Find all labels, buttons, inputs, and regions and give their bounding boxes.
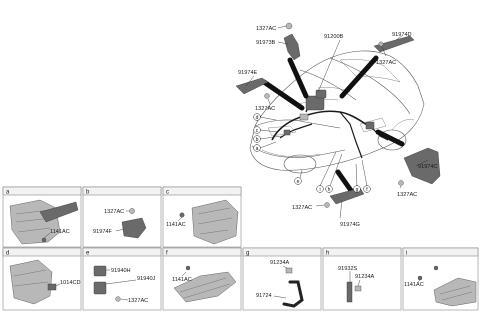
svg-text:1141AC: 1141AC <box>166 222 186 228</box>
callout-leaders <box>245 25 429 219</box>
marker-a: a <box>253 144 261 152</box>
label-91974e: 91974E <box>238 70 258 76</box>
svg-text:1327AC: 1327AC <box>128 298 148 304</box>
panel-a: a 1141AC <box>2 186 82 248</box>
svg-text:91234A: 91234A <box>270 260 290 266</box>
svg-text:a: a <box>6 190 10 196</box>
svg-text:d: d <box>6 251 9 257</box>
svg-text:e: e <box>297 179 300 185</box>
svg-text:91940J: 91940J <box>137 276 156 282</box>
marker-e: e <box>294 177 302 185</box>
label-91200b: 91200B <box>324 34 344 40</box>
panel-g: g 91234A 91724 <box>242 247 322 311</box>
marker-f: f <box>363 185 371 193</box>
marker-c: c <box>253 126 261 134</box>
svg-text:e: e <box>86 251 90 257</box>
label-91974g: 91974G <box>340 222 360 228</box>
panel-c: c 1141AC <box>162 186 242 248</box>
svg-text:91234A: 91234A <box>355 274 375 280</box>
panel-e: e 91940H 91940J 1327AC <box>82 247 162 311</box>
svg-text:g: g <box>246 251 249 257</box>
label-1327ac-right: 1327AC <box>397 192 417 198</box>
panel-i: i 1141AC <box>402 247 479 311</box>
svg-text:h: h <box>328 187 331 193</box>
panel-h: h 91932S 91234A <box>322 247 402 311</box>
label-1327ac-top: 1327AC <box>256 26 276 32</box>
marker-d: d <box>253 113 261 121</box>
callout-parts <box>235 22 441 208</box>
svg-text:1141AC: 1141AC <box>50 229 70 235</box>
pointer-bars <box>261 55 405 195</box>
main-harness-wiring <box>271 89 389 159</box>
svg-text:g: g <box>356 187 359 193</box>
marker-g: g <box>353 185 361 193</box>
svg-text:f: f <box>166 251 168 257</box>
label-1327ac-top-right: 1327AC <box>376 60 396 66</box>
panel-d: d 1014CD <box>2 247 82 311</box>
svg-text:91932S: 91932S <box>338 266 358 272</box>
marker-i: i <box>316 185 324 193</box>
svg-text:b: b <box>86 190 90 196</box>
panel-b: b 1327AC 91974F <box>82 186 162 248</box>
marker-h: h <box>325 185 333 193</box>
svg-text:i: i <box>406 251 407 257</box>
label-1327ac-mid: 1327AC <box>255 106 275 112</box>
svg-text:91974F: 91974F <box>93 229 113 235</box>
svg-text:c: c <box>256 128 259 134</box>
svg-text:a: a <box>256 146 259 152</box>
panel-f: f 1141AC <box>162 247 242 311</box>
svg-text:91724: 91724 <box>256 293 272 299</box>
marker-b: b <box>253 135 261 143</box>
svg-text:c: c <box>166 190 169 196</box>
location-markers: d c b a e i h g f <box>253 113 371 193</box>
svg-text:1014CD: 1014CD <box>60 280 81 286</box>
svg-text:1141AC: 1141AC <box>404 282 424 288</box>
label-1327ac-bottom: 1327AC <box>292 205 312 211</box>
label-91974d: 91974D <box>392 32 412 38</box>
svg-text:b: b <box>256 137 259 143</box>
callout-labels: 1327AC 91973B 91200B 91974D 1327AC 91974… <box>238 26 438 228</box>
svg-text:d: d <box>256 115 259 121</box>
label-91973b: 91973B <box>256 40 276 46</box>
svg-text:f: f <box>366 187 368 193</box>
vehicle-illustration <box>249 50 425 174</box>
svg-text:i: i <box>319 187 320 193</box>
label-91974c: 91974C <box>418 164 438 170</box>
svg-text:h: h <box>326 251 329 257</box>
svg-text:1141AC: 1141AC <box>172 277 192 283</box>
svg-text:91940H: 91940H <box>111 268 131 274</box>
svg-text:1327AC: 1327AC <box>104 209 124 215</box>
